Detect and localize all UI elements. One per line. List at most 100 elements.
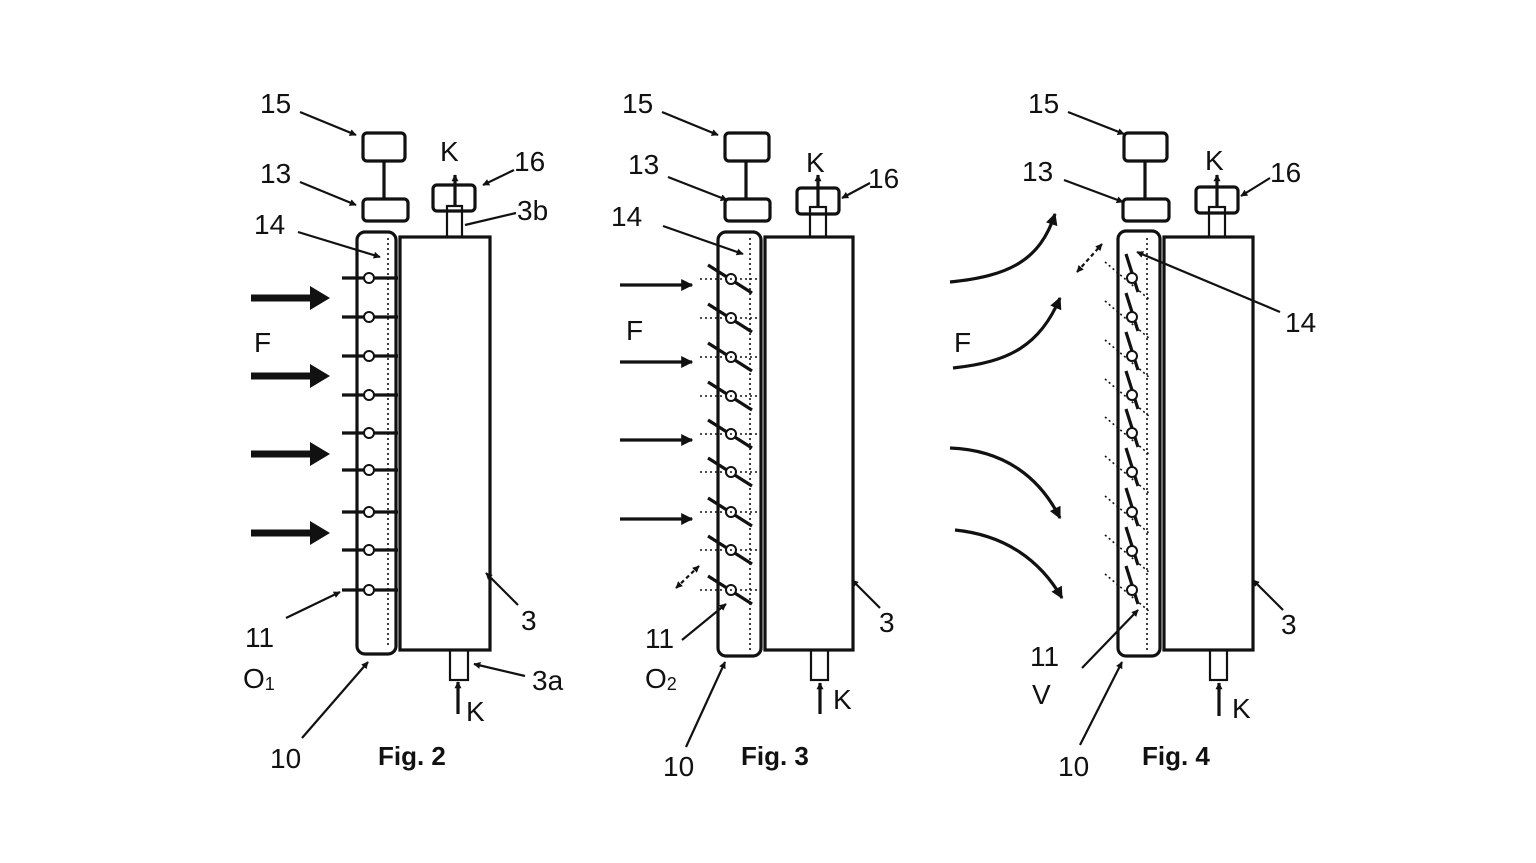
label-16: 16: [1270, 157, 1301, 188]
heat-exchanger-3: [398, 235, 492, 652]
movement-double-arrow: [675, 565, 700, 589]
flap: [700, 380, 760, 412]
leader-16: [1240, 177, 1271, 197]
outlet-port: [808, 205, 828, 239]
leader-10: [1079, 661, 1123, 746]
inlet-port: [1208, 648, 1229, 682]
leader-3: [851, 579, 881, 609]
figure-2: 15 13 14 K 16 3b F 3 11 O1 3a K 10 Fig. …: [243, 88, 564, 774]
actuator-13-box: [723, 197, 772, 223]
figure-caption: Fig. 4: [1142, 741, 1210, 771]
leader-15: [299, 110, 357, 137]
leader-16: [482, 169, 515, 186]
heat-exchanger-3: [763, 235, 855, 652]
leader-3: [485, 572, 519, 606]
leader-13: [299, 180, 357, 207]
leader-13: [667, 175, 728, 202]
flap: [700, 418, 760, 450]
flap: [1104, 526, 1151, 574]
label-14: 14: [1285, 307, 1316, 338]
label-state-V: V: [1032, 679, 1051, 710]
label-flow-F: F: [954, 327, 971, 358]
label-11: 11: [245, 622, 274, 653]
flap-group: [700, 263, 760, 606]
flap: [342, 464, 398, 476]
leader-14: [662, 224, 744, 256]
label-state-O1: O1: [243, 663, 275, 694]
actuator-15-box: [361, 131, 407, 163]
leader-11: [1081, 609, 1139, 669]
label-11: 11: [1030, 641, 1059, 672]
label-10: 10: [663, 751, 694, 782]
movement-double-arrow: [1076, 243, 1103, 273]
flap: [342, 584, 398, 596]
label-k-top: K: [440, 136, 459, 167]
flap: [1104, 408, 1151, 456]
leader-15: [661, 110, 719, 137]
flap: [700, 341, 760, 373]
flap-frame-10: [355, 230, 398, 656]
flap: [1104, 253, 1151, 301]
label-3: 3: [879, 607, 895, 638]
flap: [342, 272, 398, 284]
label-15: 15: [622, 88, 653, 119]
outlet-port-3b: [445, 204, 464, 239]
leader-15: [1067, 110, 1125, 136]
airflow-arrows: [620, 279, 694, 525]
inlet-port: [809, 648, 830, 682]
leader-3: [1252, 579, 1284, 611]
label-k-bottom: K: [833, 684, 852, 715]
label-14: 14: [254, 209, 285, 240]
actuator-13-box: [1121, 197, 1171, 223]
label-3a: 3a: [532, 665, 564, 696]
flap-frame-10: [1116, 229, 1162, 658]
actuator-15-box: [1122, 131, 1169, 163]
label-k-bottom: K: [466, 696, 485, 727]
label-13: 13: [628, 149, 659, 180]
label-flow-F: F: [254, 327, 271, 358]
leader-10: [301, 661, 369, 739]
label-13: 13: [260, 158, 291, 189]
leader-14: [1136, 250, 1281, 314]
figure-caption: Fig. 3: [741, 741, 809, 771]
flap: [342, 506, 398, 518]
label-15: 15: [260, 88, 291, 119]
label-14: 14: [611, 201, 642, 232]
label-10: 10: [1058, 751, 1089, 782]
flap: [1104, 565, 1151, 613]
flap-group: [1104, 253, 1151, 613]
label-3: 3: [1281, 609, 1297, 640]
label-state-O2: O2: [645, 663, 677, 694]
airflow-arrows: [949, 212, 1064, 600]
flap: [342, 350, 398, 362]
label-16: 16: [514, 146, 545, 177]
flap-group: [342, 272, 398, 596]
flap: [1104, 292, 1151, 340]
leader-16: [841, 182, 871, 199]
label-k-bottom: K: [1232, 693, 1251, 724]
flap: [342, 544, 398, 556]
label-k-top: K: [806, 147, 825, 178]
flap-frame-10: [716, 230, 763, 658]
label-13: 13: [1022, 156, 1053, 187]
flap: [342, 311, 398, 323]
flap: [700, 456, 760, 488]
leader-11: [681, 603, 727, 641]
inlet-port-3a: [448, 648, 470, 682]
figure-4: 15 13 14 K 16 F 3 11 V K 10 Fig. 4: [949, 88, 1316, 782]
label-flow-F: F: [626, 315, 643, 346]
label-3b: 3b: [517, 195, 548, 226]
flap: [1104, 331, 1151, 379]
heat-exchanger-3: [1162, 235, 1255, 652]
flap: [700, 574, 760, 606]
outlet-port: [1207, 205, 1227, 239]
leader-11: [285, 591, 341, 619]
flap: [700, 496, 760, 528]
actuator-13-box: [361, 197, 410, 223]
label-15: 15: [1028, 88, 1059, 119]
label-10: 10: [270, 743, 301, 774]
leader-13: [1063, 178, 1124, 204]
label-3: 3: [521, 605, 537, 636]
